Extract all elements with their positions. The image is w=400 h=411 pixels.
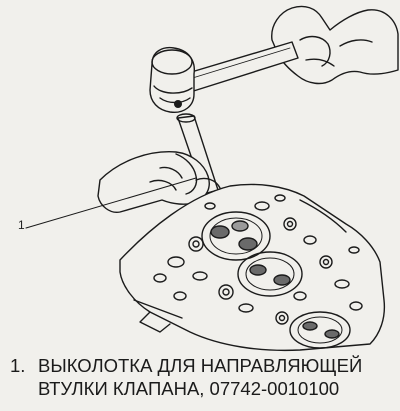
cylinder-head-drawing: [119, 183, 386, 352]
legend-item-1-continued: ВТУЛКИ КЛАПАНА, 07742-0010100: [38, 377, 339, 400]
lower-hand-drawing: [97, 151, 221, 213]
legend-item-text-line2: ВТУЛКИ КЛАПАНА, 07742-0010100: [38, 378, 340, 399]
legend-item-number: 1.: [10, 355, 26, 376]
hammer-drawing: [149, 41, 299, 113]
legend-item-1: 1. ВЫКОЛОТКА ДЛЯ НАПРАВЛЯЮЩЕЙ: [10, 354, 362, 377]
valve-guide-removal-illustration: [25, 5, 399, 352]
upper-hand-drawing: [271, 5, 399, 85]
callout-number-1: 1: [18, 218, 25, 232]
legend-item-text-line1: ВЫКОЛОТКА ДЛЯ НАПРАВЛЯЮЩЕЙ: [38, 355, 363, 376]
callout-leader-line: [25, 177, 197, 229]
